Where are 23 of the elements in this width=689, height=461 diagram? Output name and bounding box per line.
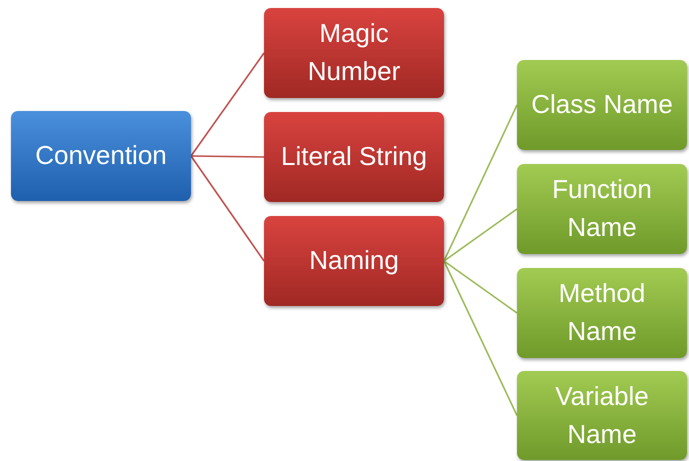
connector-line xyxy=(190,156,265,262)
connector-line xyxy=(190,52,265,156)
topic-box xyxy=(264,216,444,306)
topic-label: Class Name xyxy=(531,88,673,122)
connector-line xyxy=(444,260,518,314)
connector-line xyxy=(443,104,518,262)
topic-box xyxy=(11,111,191,201)
topic-label: Convention xyxy=(35,139,167,172)
topic-label: Function Name xyxy=(551,173,653,244)
topic-box xyxy=(264,8,444,98)
topic-label: Literal String xyxy=(281,140,427,174)
topic-box xyxy=(517,60,687,150)
topic-label: Magic Number xyxy=(306,17,402,88)
topic-box xyxy=(517,371,687,460)
connector-line xyxy=(443,260,518,416)
topic-box xyxy=(517,268,687,358)
topic-label: Naming xyxy=(309,244,399,278)
topic-label: Variable Name xyxy=(554,380,650,450)
connector-line xyxy=(190,155,264,158)
topic-label: Method Name xyxy=(558,277,646,348)
connector-line xyxy=(444,208,518,262)
topic-box xyxy=(264,112,444,202)
topic-box xyxy=(517,164,687,254)
